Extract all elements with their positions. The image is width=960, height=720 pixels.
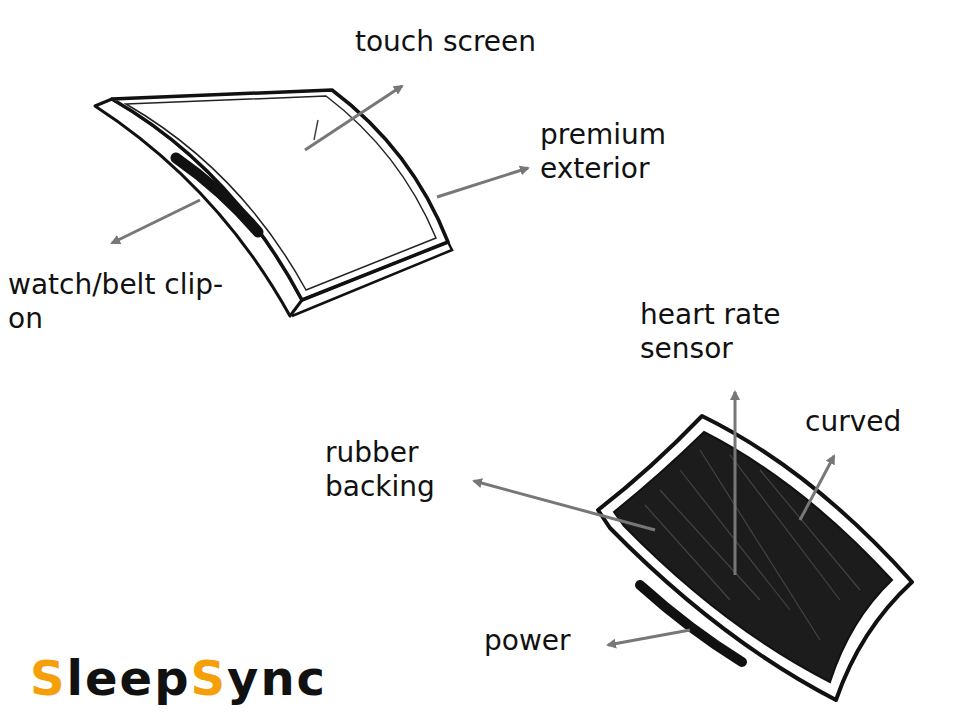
part-label: touch screen — [355, 25, 536, 59]
part-label: watch/belt clip-on — [8, 268, 233, 335]
part-label: heart rate sensor — [640, 298, 865, 365]
part-label: rubber backing — [325, 436, 480, 503]
part-label: premium exterior — [540, 118, 715, 185]
part-label: power — [484, 624, 571, 658]
part-label: curved — [805, 405, 901, 439]
brand-logo: SleepSync — [30, 650, 327, 708]
